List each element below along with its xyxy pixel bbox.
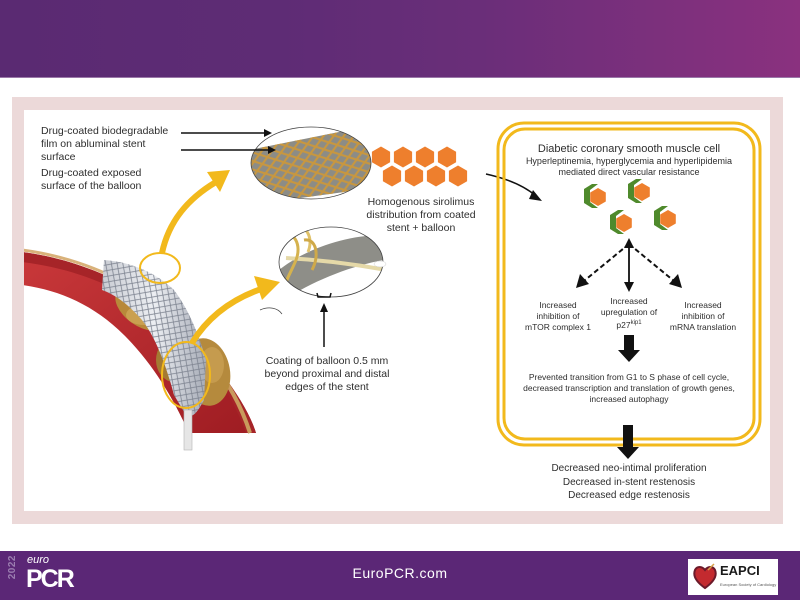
cell-box-subtitle: Hyperleptinemia, hyperglycemia and hyper… (504, 156, 754, 178)
pointer-arrow-coating (320, 303, 328, 347)
highlight-circle-upper (139, 252, 181, 284)
receptor-molecules (584, 179, 676, 234)
subtitle-line: mediated direct vascular resistance (558, 167, 700, 177)
stent-illustration (24, 121, 762, 459)
effect-line: inhibition of (681, 311, 725, 321)
bold-arrow-to-result (618, 335, 640, 362)
label-line: distribution from coated (366, 209, 476, 221)
effect-mrna: Increased inhibition of mRNA translation (662, 300, 744, 333)
cell-cycle-result: Prevented transition from G1 to S phase … (504, 372, 754, 405)
label-line: surface of the balloon (41, 180, 142, 192)
outcome-line: Decreased in-stent restenosis (562, 476, 696, 488)
effect-line: mTOR complex 1 (525, 322, 591, 332)
sirolimus-hexagon (426, 165, 446, 187)
logo-year: 2022 (7, 555, 18, 580)
sirolimus-hexagon (404, 165, 424, 187)
sirolimus-hexagon (371, 146, 391, 168)
label-line: Drug-coated biodegradable (41, 125, 169, 137)
clinical-outcome: Decreased neo-intimal proliferation Decr… (524, 462, 734, 503)
magnified-stent-film (250, 126, 372, 200)
receptor-molecule (584, 184, 606, 208)
sirolimus-hexagon (393, 146, 413, 168)
magnified-balloon-edge (278, 226, 387, 298)
footer-bar: 2022 euro PCR EuroPCR.com EAPCI European… (0, 551, 800, 600)
figure-panel: Drug-coated biodegradable film on ablumi… (24, 110, 770, 511)
sirolimus-hexagon (448, 165, 468, 187)
effect-p27: Increased upregulation of p27kip1 (589, 296, 669, 331)
header-banner (0, 0, 800, 78)
label-sirolimus: Homogenous sirolimus distribution from c… (361, 196, 481, 235)
label-balloon-surface: Drug-coated exposed surface of the ballo… (41, 167, 191, 193)
curved-line-coating (259, 307, 283, 315)
pointer-arrow-balloon (181, 146, 276, 154)
zoom-arrow-upper (159, 170, 230, 254)
label-line: Homogenous sirolimus (367, 196, 475, 208)
receptor-molecule (610, 210, 632, 234)
label-line: Drug-coated exposed (41, 167, 142, 179)
logo-euro: euro (27, 554, 50, 566)
zoom-arrow-lower (189, 276, 280, 345)
label-line: surface (41, 151, 76, 163)
result-line: Prevented transition from G1 to S phase … (528, 372, 730, 382)
label-line: edges of the stent (285, 381, 369, 393)
result-line: increased autophagy (589, 394, 669, 404)
label-stent-film: Drug-coated biodegradable film on ablumi… (41, 125, 191, 164)
cell-box-title: Diabetic coronary smooth muscle cell (537, 143, 721, 155)
heart-icon (693, 563, 717, 590)
effect-line: p27kip1 (589, 318, 669, 331)
label-line: film on abluminal stent (41, 138, 146, 150)
effect-line: inhibition of (536, 311, 580, 321)
receptor-molecule (628, 179, 650, 203)
eapci-name: EAPCI (720, 563, 760, 578)
subtitle-line: Hyperleptinemia, hyperglycemia and hyper… (525, 156, 733, 166)
pathway-arrows (576, 238, 682, 292)
label-line: stent + balloon (386, 222, 456, 234)
effect-line: Increased (539, 300, 577, 310)
effect-line: Increased (684, 300, 722, 310)
logo-pcr: PCR (26, 565, 75, 593)
bold-arrow-to-outcome (617, 425, 639, 459)
p27-text: p27 (616, 319, 631, 330)
highlight-circle-lower (161, 341, 211, 409)
pointer-arrow-film (181, 129, 272, 137)
label-line: Coating of balloon 0.5 mm (265, 355, 389, 367)
outcome-line: Decreased edge restenosis (568, 490, 690, 501)
effect-line: upregulation of (600, 307, 658, 317)
effect-mtor: Increased inhibition of mTOR complex 1 (518, 300, 598, 333)
receptor-molecule (654, 206, 676, 230)
sirolimus-hexagons (371, 146, 468, 187)
outcome-line: Decreased neo-intimal proliferation (551, 463, 707, 474)
label-balloon-coating: Coating of balloon 0.5 mm beyond proxima… (262, 355, 392, 394)
eapci-logo[interactable]: EAPCI European Society of Cardiology (688, 559, 778, 595)
sirolimus-hexagon (437, 146, 457, 168)
kip1-superscript: kip1 (630, 320, 642, 326)
effect-line: mRNA translation (669, 322, 737, 332)
esc-name: European Society of Cardiology (720, 582, 777, 587)
result-line: decreased transcription and translation … (523, 383, 735, 393)
slide-frame: Drug-coated biodegradable film on ablumi… (12, 97, 783, 524)
site-link[interactable]: EuroPCR.com (352, 565, 448, 581)
sirolimus-hexagon (415, 146, 435, 168)
stent-body (102, 260, 206, 451)
sirolimus-hexagon (382, 165, 402, 187)
sirolimus-to-cell-arrow (485, 173, 542, 201)
label-line: beyond proximal and distal (264, 368, 390, 380)
effect-line: Increased (610, 296, 648, 306)
